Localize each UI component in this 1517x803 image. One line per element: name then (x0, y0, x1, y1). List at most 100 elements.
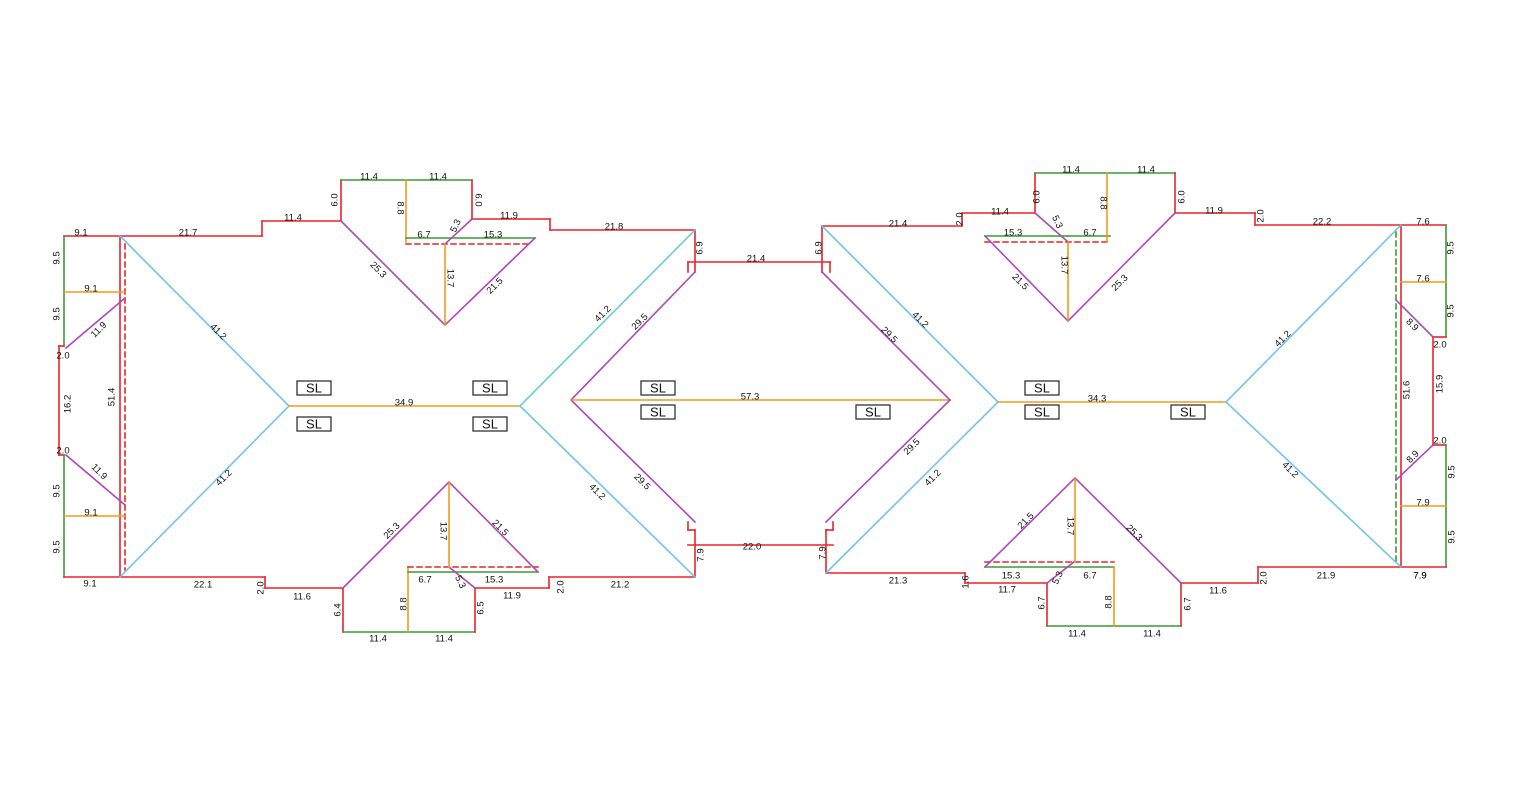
dimension-label: 7.6 (1416, 274, 1429, 285)
dimension-label: 8.8 (394, 201, 405, 214)
dimension-label: 7.9 (1413, 571, 1426, 582)
dimension-label: 16.2 (63, 395, 74, 414)
dimension-label: 8.9 (1403, 316, 1420, 333)
dimension-label: 9.1 (74, 228, 87, 239)
sl-box (855, 404, 891, 420)
dimension-label: 2.0 (256, 581, 267, 594)
valley-line (1066, 211, 1177, 323)
valley-line (447, 480, 540, 574)
valley-line (569, 270, 697, 402)
dimension-label: 51.4 (107, 388, 118, 407)
dimension-label: 11.4 (991, 207, 1009, 218)
hip-line (118, 234, 291, 408)
dimension-label: 21.9 (1317, 571, 1336, 582)
dimension-label: 21.3 (889, 576, 908, 587)
dimension-label: 11.9 (89, 462, 109, 482)
dimension-label: 9.1 (84, 508, 97, 519)
valley-line (983, 234, 1070, 323)
dimension-label: 11.6 (1209, 586, 1227, 597)
dimension-label: 5.3 (1049, 214, 1065, 231)
valley-line (824, 398, 952, 524)
dimension-label: 2.0 (556, 580, 567, 593)
dimension-label: 29.5 (630, 312, 651, 333)
valley-line (443, 217, 474, 246)
dimension-label: 11.9 (89, 320, 109, 340)
sl-marker: SL (296, 380, 332, 396)
sl-label: SL (1180, 405, 1196, 420)
dimension-label: 13.7 (1064, 517, 1075, 536)
dimension-label: 15.3 (1002, 571, 1021, 582)
dimension-label: 41.2 (214, 468, 235, 489)
sl-marker: SL (1024, 404, 1060, 420)
dimension-label: 2.0 (1259, 571, 1270, 584)
dimension-label: 11.4 (1062, 165, 1080, 176)
dimension-label: 11.4 (360, 172, 378, 183)
dimension-label: 9.5 (1446, 304, 1457, 317)
sl-marker: SL (640, 380, 676, 396)
dimension-label: 6.7 (1083, 571, 1096, 582)
dimension-label: 25.3 (368, 260, 389, 281)
dimension-label: 13.7 (1058, 256, 1069, 275)
valley-line (1394, 298, 1435, 339)
dimension-label: 41.2 (208, 322, 229, 343)
sl-label: SL (650, 405, 666, 420)
valley-line (64, 296, 127, 350)
dimension-label: 11.9 (500, 211, 518, 222)
dimension-label: 11.9 (503, 591, 521, 602)
hip-line (1224, 400, 1403, 569)
dimension-label: 13.7 (437, 522, 448, 541)
dimension-label: 21.4 (747, 254, 766, 265)
dimension-label: 5.3 (1050, 570, 1066, 587)
hip-line (518, 228, 697, 408)
dimension-label: 21.5 (1016, 511, 1037, 532)
sl-marker: SL (1024, 380, 1060, 396)
hip-line (824, 400, 1000, 575)
dimension-label: 15.3 (1004, 228, 1023, 239)
sl-marker: SL (296, 416, 332, 432)
sl-label: SL (306, 381, 322, 396)
dimension-label: 29.5 (902, 437, 923, 458)
dimension-label: 6.0 (330, 193, 341, 206)
sl-box (296, 416, 332, 432)
dimension-label: 9.1 (83, 579, 96, 590)
hip-line (820, 224, 1000, 404)
sl-label: SL (1034, 405, 1050, 420)
dimension-label: 6.7 (1083, 228, 1096, 239)
dimension-label: 11.4 (284, 213, 302, 224)
valley-line (569, 398, 697, 524)
dimension-label: 7.9 (1416, 498, 1429, 509)
dimension-label: 9.5 (1447, 530, 1458, 543)
valley-line (339, 219, 447, 327)
dimension-label: 57.3 (741, 392, 760, 403)
dimension-label: 21.2 (611, 580, 630, 591)
dimension-label: 6.4 (333, 603, 344, 616)
dimension-label: 9.5 (52, 540, 63, 553)
dimension-label: 11.4 (1143, 629, 1161, 640)
dimension-label: 5.3 (448, 218, 464, 235)
dimension-label: 6.0 (1032, 190, 1043, 203)
dimension-label: 34.3 (1088, 394, 1107, 405)
dimension-label: 11.4 (1068, 629, 1086, 640)
sl-marker: SL (472, 416, 508, 432)
dimension-label: 6.0 (472, 193, 483, 206)
dimension-label: 25.3 (1124, 523, 1145, 544)
dimension-label: 2.0 (1433, 340, 1446, 351)
dimension-label: 9.1 (84, 284, 97, 295)
dimension-label: 41.2 (593, 304, 614, 325)
valley-line (820, 270, 952, 402)
dimension-label: 51.6 (1402, 381, 1413, 400)
dimension-label: 2.0 (56, 351, 69, 362)
dimension-label: 21.4 (889, 219, 908, 230)
dimension-label: 21.5 (1010, 272, 1031, 293)
dimension-label: 6.0 (1177, 190, 1188, 203)
sl-markers: SL SL SL SL SL SL SL SL SL SL (296, 380, 1206, 432)
dimension-label: 6.7 (418, 575, 431, 586)
sl-marker: SL (1170, 404, 1206, 420)
dimension-label: 41.2 (910, 310, 931, 331)
dimension-label: 11.7 (998, 585, 1016, 596)
dimension-label: 2.0 (1256, 209, 1267, 222)
sl-marker: SL (855, 404, 891, 420)
sl-marker: SL (472, 380, 508, 396)
dimension-label: 7.9 (818, 546, 829, 559)
